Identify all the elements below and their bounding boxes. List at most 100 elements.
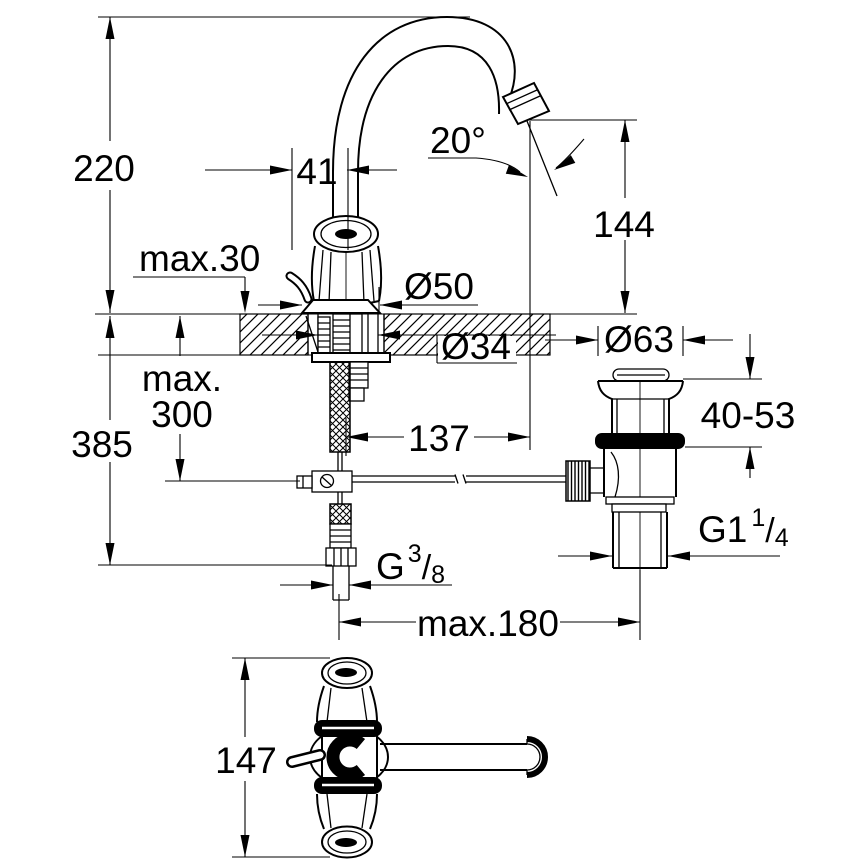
spout: [332, 15, 551, 221]
rod-clamp: [311, 470, 353, 493]
pop-up-rod-vertical: [337, 452, 343, 504]
supply-hose: [325, 361, 357, 601]
top-view: [286, 657, 548, 859]
leader-max30: [133, 276, 246, 298]
dim-lines-147: [232, 657, 330, 858]
waste-tailpipe: [612, 512, 668, 569]
dimension-385: 385: [71, 316, 332, 566]
pop-up-waste: [565, 368, 685, 570]
dim-lines-40-53: [683, 334, 762, 478]
spout-end-cap: [526, 736, 548, 778]
top-view-handle-lower: [314, 777, 382, 859]
top-lever-fill: [288, 751, 324, 766]
body-ring-upper: [605, 496, 675, 505]
angle-arc: [555, 138, 585, 169]
waste-body: [603, 449, 677, 497]
shank-threads: [333, 314, 351, 356]
mounting-washer: [311, 352, 391, 363]
dim-lines-dia34: [262, 334, 556, 364]
dim-label-dia34: Ø34: [441, 326, 511, 367]
dimension-41: 41: [205, 148, 397, 250]
dimension-dia50: Ø50: [258, 266, 478, 311]
thread-tail: [332, 566, 350, 601]
lower-cap-inner: [327, 830, 367, 854]
dim-label-max300-2: 300: [151, 394, 213, 435]
dim-label-137: 137: [408, 418, 470, 459]
dimension-20deg: 20°: [428, 120, 585, 197]
handle-index-slot: [335, 229, 357, 239]
dim-lines-41: [205, 148, 397, 250]
shank-step: [348, 387, 365, 402]
spout-inner-arc: [357, 44, 501, 173]
handle-facets: [318, 249, 375, 304]
side-port: [590, 467, 604, 494]
upper-skirt: [316, 685, 378, 723]
body-inner-curve: [610, 451, 620, 498]
nut-facets: [333, 548, 349, 566]
dimension-220: 220: [73, 16, 470, 313]
dim-label-41: 41: [296, 151, 337, 192]
dim-label-max180: max.180: [417, 603, 559, 644]
dim-label-max300-1: max.: [142, 358, 222, 399]
clamp-stub: [296, 475, 313, 489]
dim-label-147: 147: [215, 740, 277, 781]
clamp-screw: [319, 473, 335, 489]
dim-lines-dia63: [545, 326, 733, 356]
handle-cap-inner: [320, 219, 372, 249]
body-ring-lower: [611, 503, 667, 513]
angle-leader: [428, 157, 521, 173]
dimension-max180: max.180: [338, 570, 641, 644]
dimension-147: 147: [215, 657, 330, 858]
upper-skirt-facets: [326, 687, 368, 723]
spout-end-detail: [526, 739, 541, 775]
screw-slot: [321, 476, 333, 487]
dim-label-385: 385: [71, 424, 133, 465]
dimension-dia63: Ø63: [545, 319, 733, 360]
dimensions: 220 41 20° 144 max.30: [71, 16, 795, 858]
dimension-40-53: 40-53: [683, 334, 795, 478]
mounting-shank: [305, 222, 391, 402]
lower-skirt-facets: [326, 793, 368, 829]
knurled-knob: [565, 460, 591, 502]
front-view: [95, 15, 637, 601]
dimension-144: 144: [527, 119, 655, 313]
label-backing: [438, 336, 516, 362]
spout-collar: [326, 733, 366, 781]
stud-threads: [318, 322, 330, 348]
spout-tube-top-view: [380, 743, 527, 771]
shank-lower-threads: [349, 367, 368, 381]
pop-up-linkage: [296, 470, 566, 493]
waste-funnel: [597, 380, 684, 433]
connector-threads: [330, 529, 351, 543]
upper-index-slot: [335, 668, 357, 677]
aerator-band-lines: [505, 89, 541, 111]
dimension-max30: max.30: [133, 238, 260, 313]
funnel-inner-lines: [612, 398, 669, 433]
spout-outer-arc: [332, 15, 516, 173]
horizontal-rod: [352, 475, 566, 483]
lower-skirt: [316, 793, 378, 830]
dimension-137: 137: [345, 121, 531, 459]
dimension-dia34: Ø34: [262, 326, 556, 367]
pop-up-lever-fill: [287, 273, 311, 302]
dim-label-20deg: 20°: [430, 120, 486, 161]
dim-label-220: 220: [73, 148, 135, 189]
top-view-handle-upper: [314, 657, 382, 737]
dimension-max300: max. 300: [142, 316, 300, 482]
dim-lines-max180: [338, 570, 641, 640]
braided-hose-lower: [329, 503, 352, 525]
escutcheon: [299, 299, 383, 314]
braided-hose-upper: [329, 361, 351, 453]
handle-front: [285, 215, 383, 314]
aerator-nozzle: [501, 81, 551, 126]
o-ring: [595, 433, 685, 449]
dim-label-144: 144: [593, 204, 655, 245]
dim-label-40-53: 40-53: [701, 395, 796, 436]
shank-lower-block: [348, 361, 369, 389]
